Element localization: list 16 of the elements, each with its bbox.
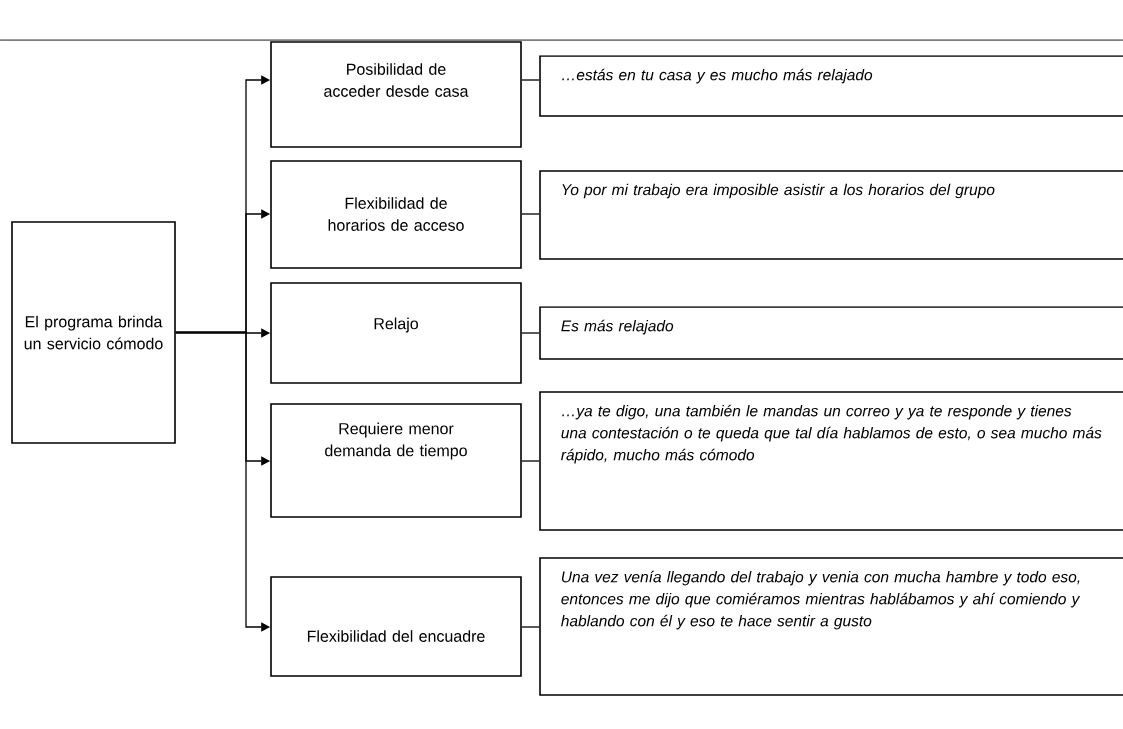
category-box: Requiere menor demanda de tiempo — [270, 403, 522, 518]
connector-line — [521, 332, 540, 334]
category-box: Relajo — [270, 282, 522, 384]
connector-line — [521, 460, 540, 462]
category-box: Flexibilidad del encuadre — [270, 576, 522, 677]
category-box: Flexibilidad de horarios de acceso — [270, 160, 522, 269]
connector-line — [521, 213, 540, 215]
connector-line — [521, 626, 540, 628]
connector-line — [521, 79, 540, 81]
quote-box: Yo por mi trabajo era imposible asistir a los horarios del grupo — [539, 170, 1123, 260]
category-box: Posibilidad de acceder desde casa — [270, 41, 522, 148]
quote-box: Es más relajado — [539, 306, 1123, 360]
quote-box: …ya te digo, una también le mandas un correo y ya te responde y tienes una contestación o te queda que tal día hablamos de esto, o sea mucho más rápido, mucho más cómodo — [539, 391, 1123, 531]
root-box: El programa brinda un servicio cómodo — [11, 221, 176, 444]
quote-box: …estás en tu casa y es mucho más relajado — [539, 55, 1123, 117]
quote-box: Una vez venía llegando del trabajo y venia con mucha hambre y todo eso, entonces me dijo que comiéramos mientras hablábamos y ahí comiendo y hablando con él y eso te hace sentir a gusto — [539, 557, 1123, 696]
